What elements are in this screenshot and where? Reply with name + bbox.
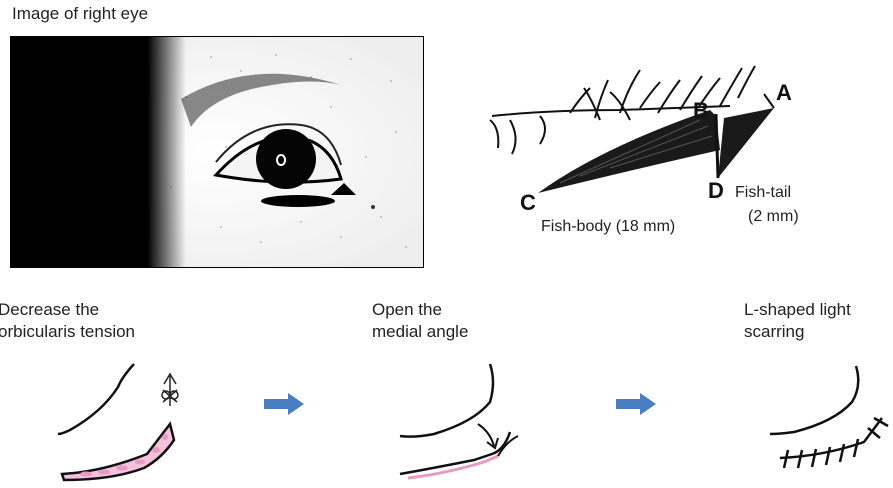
step-1-line2: orbicularis tension	[0, 322, 135, 342]
step-2-sketch	[394, 362, 534, 482]
photo-title: Image of right eye	[12, 4, 148, 24]
fish-tail-size-label: (2 mm)	[748, 208, 799, 226]
point-d-label: D	[708, 178, 724, 204]
right-arrow-icon	[614, 392, 658, 416]
eye-photo	[10, 36, 424, 268]
right-arrow-icon	[262, 392, 306, 416]
eye-photo-drawing	[11, 37, 423, 267]
point-b-label: B	[693, 98, 709, 124]
step-3-line1: L-shaped light	[744, 300, 851, 320]
step-2-line1: Open the	[372, 300, 442, 320]
fish-tail-label: Fish-tail	[735, 184, 791, 202]
step-2-line2: medial angle	[372, 322, 468, 342]
point-c-label: C	[520, 190, 536, 216]
step-1-line1: Decrease the	[0, 300, 99, 320]
fish-body-label: Fish-body (18 mm)	[541, 218, 675, 236]
step-1-sketch	[52, 362, 192, 482]
step-3-line2: scarring	[744, 322, 804, 342]
point-a-label: A	[776, 80, 792, 106]
step-3-sketch	[764, 362, 893, 482]
